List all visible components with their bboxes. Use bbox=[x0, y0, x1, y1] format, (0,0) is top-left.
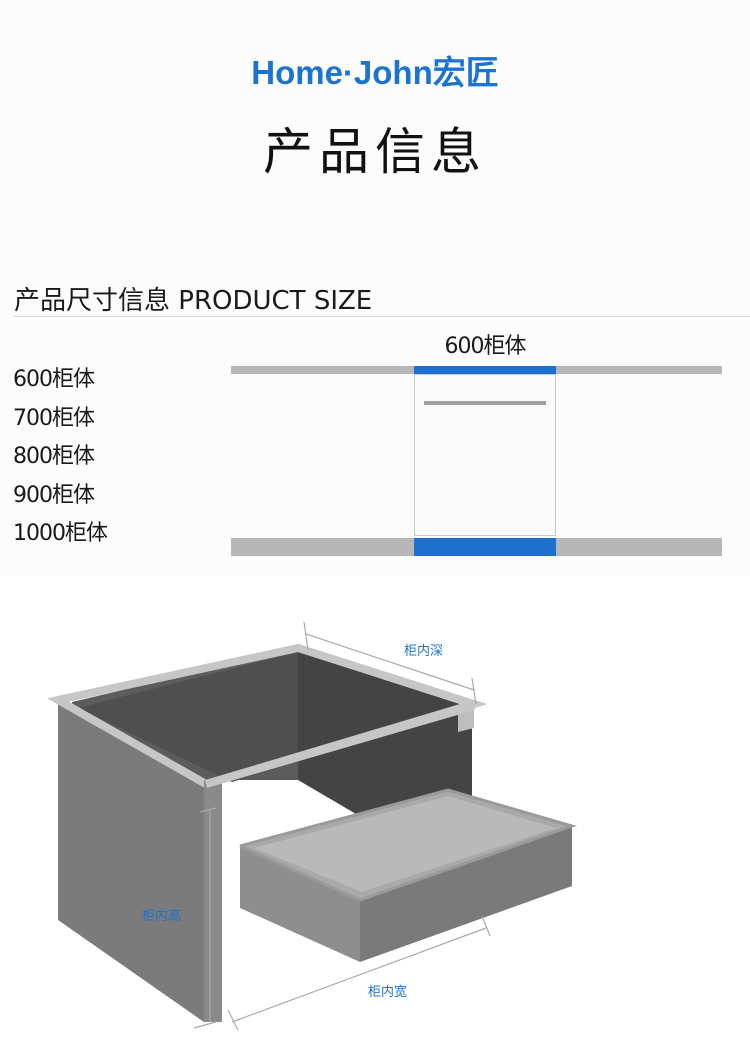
countertop-bar-right bbox=[556, 366, 722, 374]
cabinet-dimension-diagram: 柜内深 柜内高 柜内宽 bbox=[46, 621, 577, 1031]
brand-logo: Home·John宏匠 bbox=[251, 54, 499, 91]
dishwasher-front-panel bbox=[414, 374, 556, 536]
size-option-800[interactable]: 800柜体 bbox=[13, 444, 95, 469]
size-option-700[interactable]: 700柜体 bbox=[13, 405, 95, 431]
plinth-bar-left bbox=[231, 538, 414, 556]
countertop-bar-center bbox=[414, 366, 556, 374]
page-title: 产品信息 bbox=[263, 123, 487, 181]
plinth-bar-center bbox=[414, 538, 556, 556]
header-background bbox=[0, 0, 750, 575]
plinth-bar-right bbox=[556, 538, 722, 556]
drawer bbox=[239, 788, 577, 962]
size-option-list: 600柜体 700柜体 800柜体 900柜体 1000柜体 bbox=[13, 364, 108, 557]
countertop-bar-left bbox=[231, 366, 414, 374]
height-dimension-line bbox=[193, 807, 217, 1029]
width-dimension-line bbox=[227, 915, 491, 1031]
cabinet-size-label: 600柜体 bbox=[444, 334, 527, 359]
panel-handle bbox=[424, 401, 546, 405]
cabinet-body bbox=[46, 643, 488, 1022]
section-divider bbox=[14, 316, 750, 317]
size-option-900[interactable]: 900柜体 bbox=[13, 482, 95, 508]
size-option-600[interactable]: 600柜体 bbox=[13, 367, 95, 392]
section-title: 产品尺寸信息 PRODUCT SIZE bbox=[14, 286, 373, 316]
width-label: 柜内宽 bbox=[368, 984, 407, 1000]
depth-label: 柜内深 bbox=[404, 643, 443, 659]
height-label: 柜内高 bbox=[142, 908, 181, 924]
depth-dimension-line bbox=[303, 621, 477, 705]
size-option-1000[interactable]: 1000柜体 bbox=[13, 521, 108, 546]
